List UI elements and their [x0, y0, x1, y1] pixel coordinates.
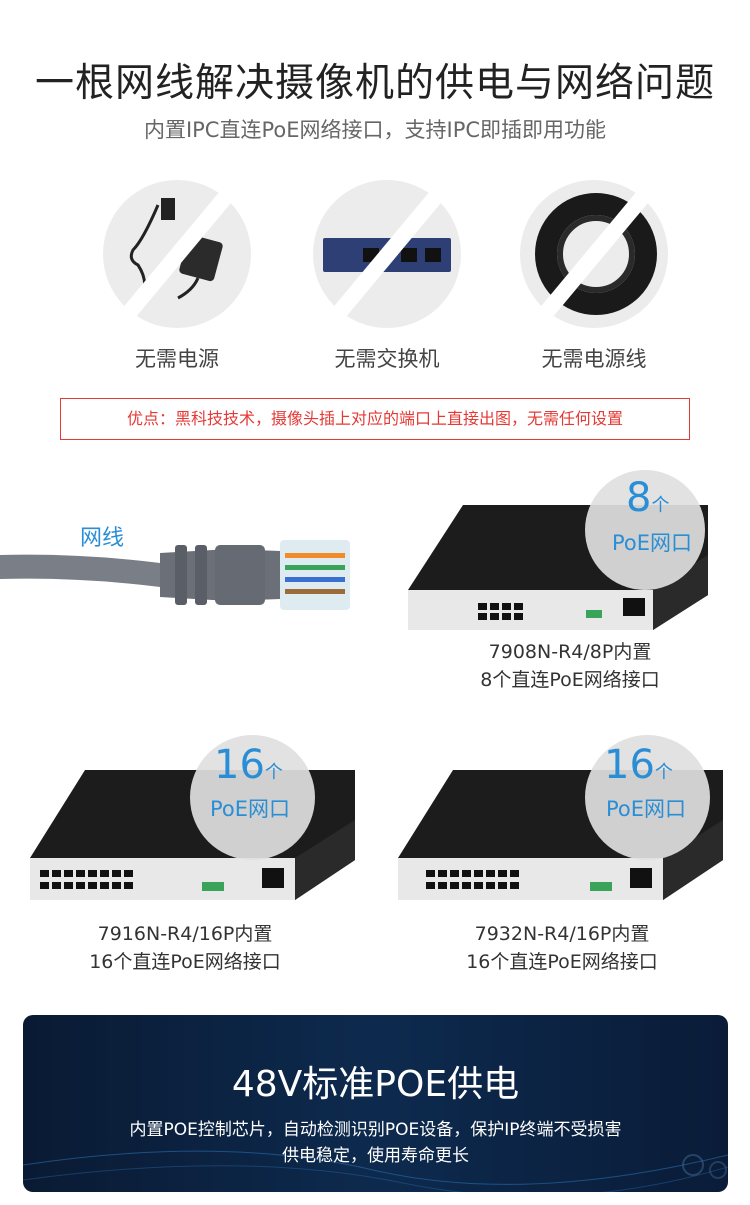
product-caption: 7908N-R4/8P内置 8个直连PoE网络接口 [440, 638, 700, 694]
product-model: 7916N-R4/16P内置 [97, 923, 273, 945]
poe-count: 8个 [626, 475, 670, 521]
product-desc: 16个直连PoE网络接口 [466, 951, 658, 973]
product-model: 7932N-R4/16P内置 [474, 923, 650, 945]
network-switch-icon [323, 182, 451, 326]
notice-box: 优点：黑科技技术，摄像头插上对应的端口上直接出图，无需任何设置 [60, 398, 690, 440]
no-power-circle [103, 180, 251, 328]
product-caption: 7932N-R4/16P内置 16个直连PoE网络接口 [432, 920, 692, 976]
poe-label: PoE网口 [606, 797, 687, 821]
poe-label: PoE网口 [612, 531, 693, 555]
banner-line-1: 内置POE控制芯片，自动检测识别POE设备，保护IP终端不受损害 [129, 1120, 622, 1140]
product-model: 7908N-R4/8P内置 [488, 641, 652, 663]
poe-count: 16个 [604, 742, 673, 788]
no-cable-label: 无需电源线 [541, 347, 647, 371]
page-title: 一根网线解决摄像机的供电与网络问题 [34, 61, 715, 106]
banner-line-2: 供电稳定，使用寿命更长 [282, 1146, 469, 1166]
power-adapter-icon [116, 182, 240, 326]
poe-count: 16个 [214, 742, 283, 788]
page-subtitle: 内置IPC直连PoE网络接口，支持IPC即插即用功能 [143, 118, 607, 142]
banner-title: 48V标准POE供电 [231, 1064, 520, 1105]
product-caption: 7916N-R4/16P内置 16个直连PoE网络接口 [55, 920, 315, 976]
poe-badge-circle [585, 470, 705, 590]
ethernet-cable-icon [0, 540, 350, 610]
product-desc: 8个直连PoE网络接口 [480, 669, 660, 691]
no-switch-circle [313, 180, 461, 328]
tech-background-graphic [23, 1150, 728, 1192]
poe-badge-circle [190, 735, 315, 860]
no-switch-label: 无需交换机 [334, 347, 440, 371]
nvr-device-image [30, 770, 355, 900]
banner-description: 内置POE控制芯片，自动检测识别POE设备，保护IP终端不受损害 供电稳定，使用… [23, 1117, 728, 1169]
poe-label: PoE网口 [210, 797, 291, 821]
no-power-label: 无需电源 [135, 347, 219, 371]
cable-coil-icon [533, 182, 657, 326]
poe-banner: 48V标准POE供电 内置POE控制芯片，自动检测识别POE设备，保护IP终端不… [23, 1015, 728, 1192]
no-cable-circle [520, 180, 668, 328]
product-desc: 16个直连PoE网络接口 [89, 951, 281, 973]
cable-label: 网线 [80, 526, 125, 551]
poe-badge-circle [585, 735, 710, 860]
